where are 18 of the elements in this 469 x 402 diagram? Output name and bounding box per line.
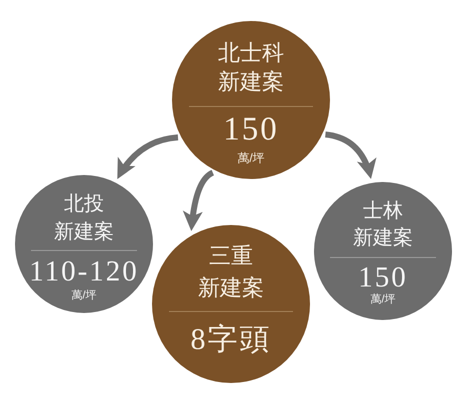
unit-text: 萬/坪 xyxy=(370,294,396,305)
place-name: 三重 xyxy=(209,245,253,267)
heading-text: 新建案 xyxy=(54,222,114,242)
unit-text: 萬/坪 xyxy=(237,152,265,164)
heading-text: 新建案 xyxy=(198,277,264,299)
curved-arrow xyxy=(114,134,178,181)
price-text: 150 xyxy=(223,114,279,146)
curved-arrow xyxy=(324,132,376,180)
price-text: 8字頭 xyxy=(190,325,272,355)
place-name: 士林 xyxy=(363,200,403,220)
place-name: 北投 xyxy=(64,194,104,214)
price-text: 110-120 xyxy=(29,258,139,286)
heading-text: 新建案 xyxy=(353,228,413,248)
unit-text: 萬/坪 xyxy=(71,290,97,301)
heading-text: 新建案 xyxy=(218,71,284,93)
price-text: 150 xyxy=(358,264,408,292)
place-name: 北士科 xyxy=(218,42,284,64)
curved-arrow xyxy=(183,170,214,232)
